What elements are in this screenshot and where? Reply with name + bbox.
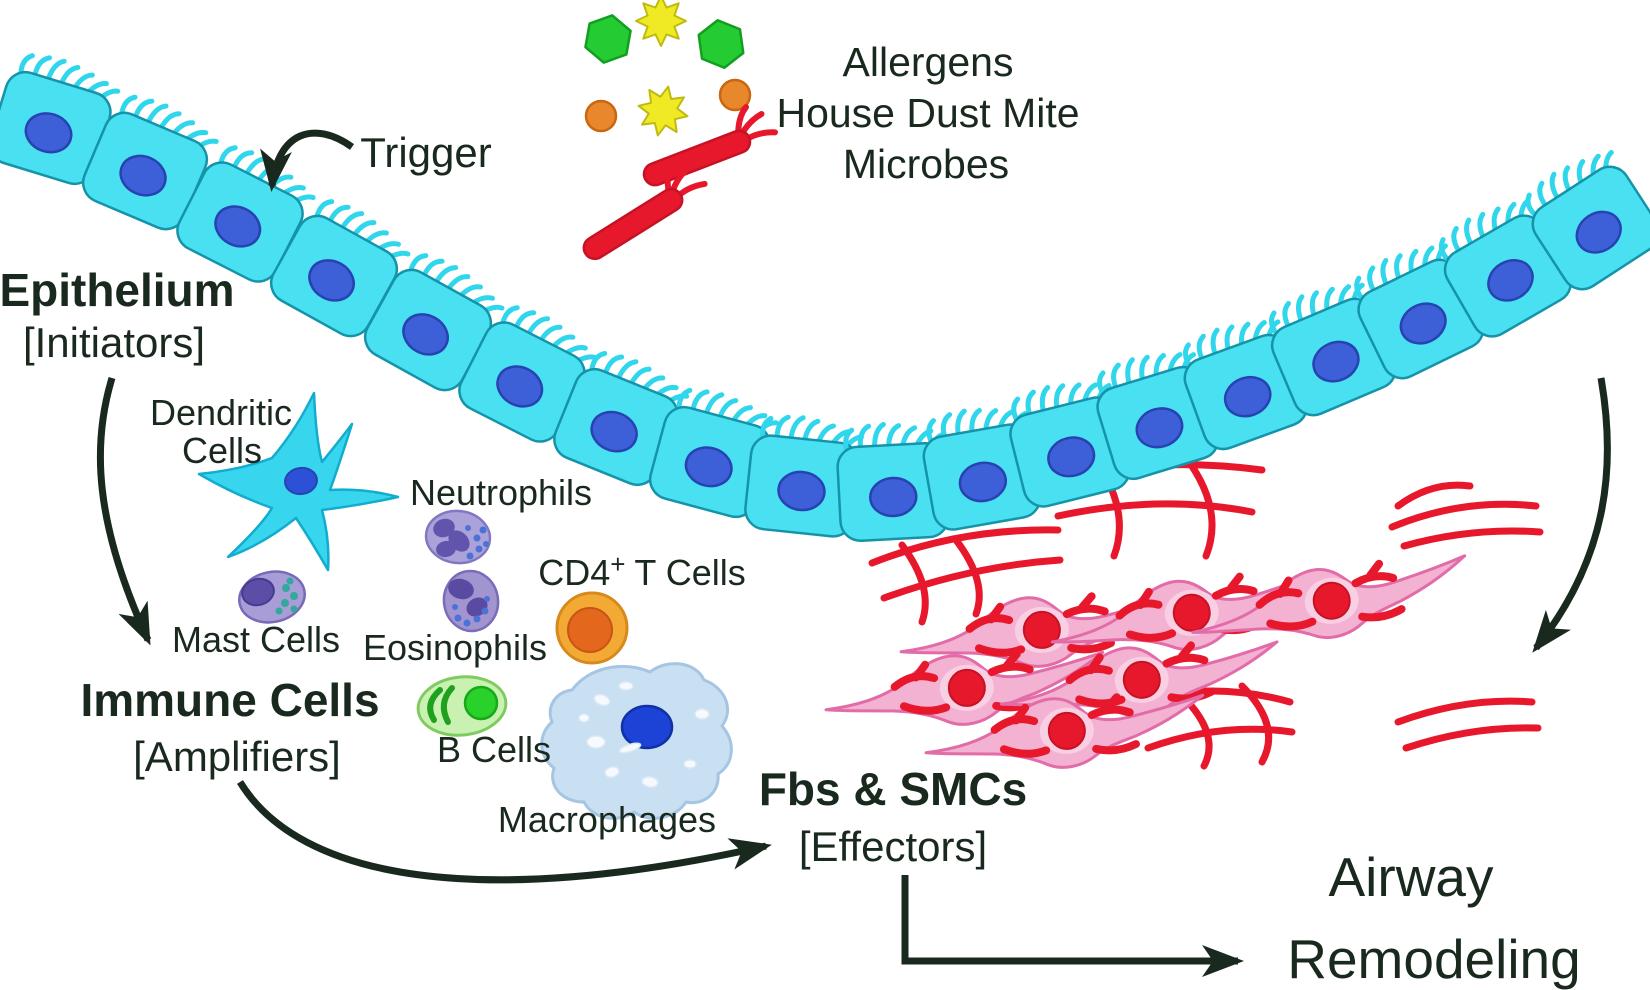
allergen-hexagon xyxy=(582,10,634,68)
airway-remodeling-line2: Remodeling xyxy=(1287,928,1581,990)
neutrophils-label: Neutrophils xyxy=(410,472,592,513)
dendritic-label-line2: Cells xyxy=(182,430,262,471)
airway-remodeling-line1: Airway xyxy=(1328,846,1494,908)
mast-cell-graphic xyxy=(238,570,306,624)
allergens-label-line3: Microbes xyxy=(843,141,1009,187)
effectors-title: Fbs & SMCs xyxy=(759,763,1027,815)
collagen-fiber xyxy=(868,526,1062,567)
collagen-fiber xyxy=(898,541,929,626)
allergen-hexagon xyxy=(695,16,747,72)
collagen-fiber xyxy=(1402,724,1542,752)
neutrophil-cell-graphic xyxy=(424,509,492,565)
allergen-star xyxy=(635,0,687,47)
epithelium-to-immune-arrow xyxy=(96,376,152,646)
immune-to-effectors-arrow xyxy=(237,780,772,884)
collagen-fiber xyxy=(1238,682,1273,766)
collagen-fiber xyxy=(1388,500,1540,531)
macrophage-cell-graphic xyxy=(540,662,733,820)
allergen-particle xyxy=(584,99,618,133)
allergens-layer xyxy=(570,0,778,263)
microbe-rod xyxy=(570,155,709,263)
allergen-star xyxy=(632,80,694,142)
trigger-label: Trigger xyxy=(360,129,491,176)
immune-cells-title: Immune Cells xyxy=(80,674,379,726)
collagen-fiber xyxy=(1054,500,1256,520)
epithelium-subtitle: [Initiators] xyxy=(23,319,205,366)
allergen-particle xyxy=(718,78,752,112)
b-cells-label: B Cells xyxy=(437,729,551,770)
b-cell-graphic xyxy=(416,675,508,737)
collagen-fiber xyxy=(1394,697,1536,726)
collagen-fiber xyxy=(952,536,983,618)
cd4-tcells-label: CD4+T Cells xyxy=(538,549,746,593)
trigger-arrow xyxy=(260,129,355,192)
eosinophils-label: Eosinophils xyxy=(363,627,547,668)
immune-cells-subtitle: [Amplifiers] xyxy=(133,733,341,780)
effectors-subtitle: [Effectors] xyxy=(799,823,987,870)
collagen-fiber xyxy=(1394,481,1474,510)
dendritic-label-line1: Dendritic xyxy=(150,392,292,433)
cd4-tcell-graphic xyxy=(555,591,629,665)
allergens-label-line1: Allergens xyxy=(843,39,1014,85)
effectors-to-remodeling-connector xyxy=(901,875,1244,977)
collagen-fiber xyxy=(1144,725,1296,752)
eosinophil-cell-graphic xyxy=(442,569,500,633)
collagen-fiber xyxy=(1400,527,1544,550)
dendritic-cell-graphic xyxy=(197,391,400,572)
epithelium-title: Epithelium xyxy=(0,264,235,316)
macrophages-label: Macrophages xyxy=(498,799,716,840)
mast-cells-label: Mast Cells xyxy=(172,619,340,660)
epithelium-to-remodeling-arrow xyxy=(1532,377,1611,653)
allergens-label-line2: House Dust Mite xyxy=(776,90,1079,136)
